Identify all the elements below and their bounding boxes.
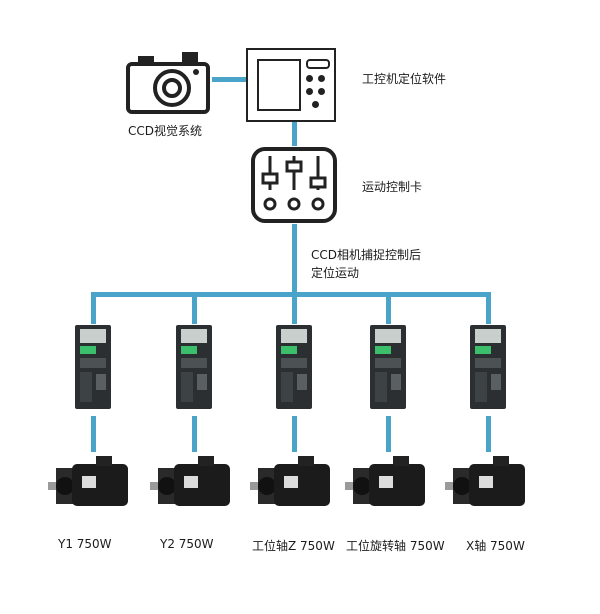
ipc-card-link bbox=[292, 118, 297, 146]
servo-motor-rotary bbox=[345, 456, 425, 506]
pc-button bbox=[306, 88, 313, 95]
servo-drive-y1 bbox=[75, 325, 111, 409]
servo-motor-y1 bbox=[48, 456, 128, 506]
bus-drop-5 bbox=[486, 292, 491, 324]
servo-drive-z bbox=[276, 325, 312, 409]
servo-motor-z bbox=[250, 456, 330, 506]
note-line-1: CCD相机捕捉控制后 bbox=[311, 248, 421, 262]
camera-ipc-link bbox=[212, 77, 246, 82]
axis-label-z: 工位轴Z 750W bbox=[252, 539, 335, 553]
motion-control-card-icon bbox=[251, 147, 337, 223]
axis-label-y2: Y2 750W bbox=[160, 537, 214, 551]
bus-drop-4 bbox=[386, 292, 391, 324]
axis-label-x: X轴 750W bbox=[466, 539, 525, 553]
pc-screen bbox=[257, 59, 301, 111]
drive-bus bbox=[91, 292, 491, 297]
camera-label: CCD视觉系统 bbox=[128, 124, 202, 138]
bus-drop-1 bbox=[91, 292, 96, 324]
camera-icon bbox=[126, 52, 210, 114]
axis-label-y1: Y1 750W bbox=[58, 537, 112, 551]
card-label: 运动控制卡 bbox=[362, 180, 423, 194]
servo-drive-x bbox=[470, 325, 506, 409]
bus-drop-3 bbox=[292, 292, 297, 324]
note-line-2: 定位运动 bbox=[311, 266, 360, 280]
drive-motor-link-1 bbox=[91, 416, 96, 452]
industrial-pc-icon bbox=[246, 48, 336, 122]
pc-button-bar bbox=[306, 59, 330, 69]
servo-drive-y2 bbox=[176, 325, 212, 409]
pc-button bbox=[306, 75, 313, 82]
servo-drive-rotary bbox=[370, 325, 406, 409]
drive-motor-link-5 bbox=[486, 416, 491, 452]
pc-button bbox=[318, 75, 325, 82]
ipc-label: 工控机定位软件 bbox=[362, 72, 447, 86]
card-bus-trunk bbox=[292, 224, 297, 296]
pc-button bbox=[312, 101, 319, 108]
pc-button bbox=[318, 88, 325, 95]
drive-motor-link-3 bbox=[292, 416, 297, 452]
bus-drop-2 bbox=[192, 292, 197, 324]
drive-motor-link-2 bbox=[192, 416, 197, 452]
axis-label-rotary: 工位旋转轴 750W bbox=[346, 539, 445, 553]
servo-motor-y2 bbox=[150, 456, 230, 506]
drive-motor-link-4 bbox=[386, 416, 391, 452]
servo-motor-x bbox=[445, 456, 525, 506]
